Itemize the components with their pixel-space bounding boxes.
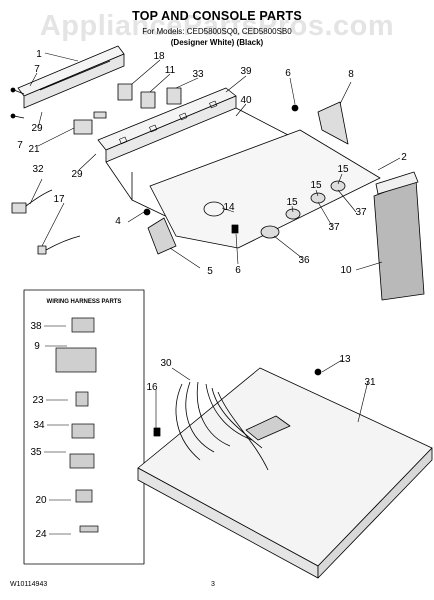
callout-40: 40 — [240, 95, 252, 106]
part-38-plug — [71, 317, 95, 333]
inset-callout-23: 23 — [32, 395, 44, 406]
callout-11: 11 — [165, 65, 176, 76]
leader-lines — [29, 52, 401, 428]
callout-4: 4 — [115, 216, 121, 227]
inset-callout-35: 35 — [30, 447, 42, 458]
part-20-terminal — [75, 489, 93, 503]
color-variants: (Designer White) (Black) — [170, 38, 264, 47]
callout-7: 7 — [34, 64, 40, 75]
page-number: 3 — [211, 581, 215, 588]
callout-15: 15 — [310, 180, 322, 191]
part-8-lint-bracket — [317, 101, 349, 145]
wiring-harness-inset-box — [23, 289, 145, 565]
callout-5: 5 — [207, 266, 213, 277]
part-30-clip — [153, 427, 161, 437]
callout-18: 18 — [153, 51, 165, 62]
inset-callout-9: 9 — [34, 341, 40, 352]
part-14-clip — [231, 224, 239, 234]
inset-callout-34: 34 — [33, 420, 45, 431]
inset-callout-38: 38 — [30, 321, 42, 332]
callout-6: 6 — [235, 265, 241, 276]
part-6-screw — [143, 104, 299, 216]
callout-30: 30 — [160, 358, 172, 369]
diagram-title: TOP AND CONSOLE PARTS — [132, 9, 302, 23]
callout-37: 37 — [328, 222, 340, 233]
console-panel — [149, 129, 381, 249]
inset-callout-20: 20 — [35, 495, 47, 506]
inset-callout-24: 24 — [35, 529, 47, 540]
callout-29: 29 — [31, 123, 43, 134]
callout-14: 14 — [223, 202, 235, 213]
callout-17: 17 — [53, 194, 65, 205]
callout-13: 13 — [339, 354, 351, 365]
callout-21: 21 — [28, 144, 40, 155]
part-2-lint-screen — [373, 171, 425, 301]
callout-16: 16 — [146, 382, 158, 393]
part-35-connector — [69, 453, 95, 469]
callout-36: 36 — [298, 255, 310, 266]
callout-2: 2 — [401, 152, 407, 163]
part-21-switch — [73, 111, 107, 135]
callout-31: 31 — [364, 377, 376, 388]
callout-39: 39 — [240, 66, 252, 77]
wiring-harness-inset: WIRING HARNESS PARTS 38 9 23 34 35 20 24 — [30, 299, 121, 540]
callout-15: 15 — [337, 164, 349, 175]
part-4-end-cap — [147, 217, 177, 255]
part-32-connector — [11, 189, 53, 214]
part-1-console-bracket — [17, 45, 125, 109]
callout-1: 1 — [36, 49, 42, 60]
part-13-screw — [314, 368, 322, 376]
callout-6: 6 — [285, 68, 291, 79]
part-7-screw — [10, 87, 25, 119]
part-9-terminal-block — [55, 347, 97, 373]
callout-37: 37 — [355, 207, 367, 218]
part-17-harness — [37, 235, 81, 255]
callout-8: 8 — [348, 69, 354, 80]
document-number: W10114943 — [10, 581, 48, 588]
part-31-wiring-loom — [175, 381, 269, 471]
callout-29: 29 — [71, 169, 83, 180]
callout-32: 32 — [32, 164, 44, 175]
model-subtitle: For Models: CED5800SQ0, CED5800SB0 — [142, 27, 292, 36]
part-34-connector — [71, 423, 95, 439]
callout-33: 33 — [192, 69, 204, 80]
callout-15: 15 — [286, 197, 298, 208]
part-16-top-panel — [137, 367, 433, 579]
part-24-terminal — [79, 525, 99, 533]
callout-7: 7 — [17, 140, 23, 151]
part-23-clip — [75, 391, 89, 407]
inset-title: WIRING HARNESS PARTS — [47, 299, 122, 305]
callout-10: 10 — [340, 265, 352, 276]
part-18-timer — [117, 83, 182, 109]
